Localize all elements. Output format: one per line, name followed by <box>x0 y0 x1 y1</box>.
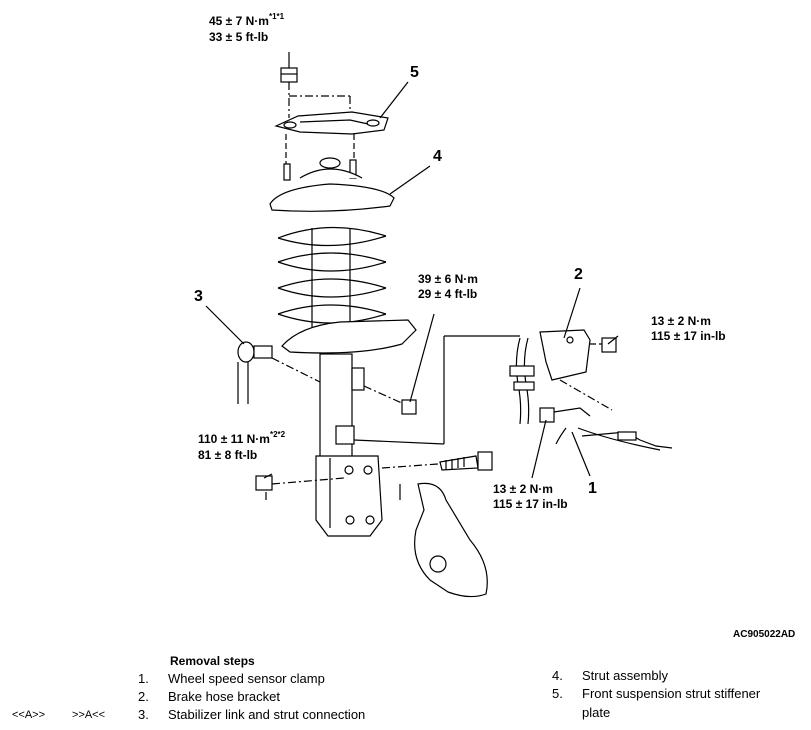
strut-top-mount <box>269 157 395 212</box>
step-number: 1. <box>138 671 149 686</box>
step-3-removal-mark: <<A>> <box>12 709 46 721</box>
knuckle-nut <box>255 475 273 491</box>
callout-1: 1 <box>588 480 597 497</box>
footnote-mark-2b: *2 <box>277 430 286 439</box>
torque-bracket-upper-inlb: 115 ± 17 in-lb <box>651 329 726 343</box>
removal-steps-title: Removal steps <box>170 654 255 668</box>
step-text: Brake hose bracket <box>168 689 281 704</box>
removal-step-5-cont: plate <box>582 705 611 720</box>
step-text: Strut assembly <box>582 668 668 683</box>
removal-step-3: 3. Stabilizer link and strut connection <box>138 707 365 722</box>
brake-hose-bracket <box>509 329 591 425</box>
strut-body <box>315 353 383 537</box>
step-text: Stabilizer link and strut connection <box>168 707 366 722</box>
torque-strut-nut: 39 ± 6 N·m 29 ± 4 ft-lb <box>418 272 478 302</box>
torque-bracket-lower: 13 ± 2 N·m 115 ± 17 in-lb <box>493 482 568 512</box>
stiffener-plate <box>274 111 389 135</box>
figure-code: AC905022AD <box>733 629 796 640</box>
step-number: 2. <box>138 689 149 704</box>
torque-top-nut-ftlb: 33 ± 5 ft-lb <box>209 30 269 44</box>
torque-strut-nut-ftlb: 29 ± 4 ft-lb <box>418 287 478 301</box>
torque-bracket-upper-nm: 13 ± 2 N·m <box>651 314 711 328</box>
torque-bracket-lower-inlb: 115 ± 17 in-lb <box>493 497 568 511</box>
footnote-mark-1b: *1 <box>276 12 285 21</box>
torque-bracket-upper: 13 ± 2 N·m 115 ± 17 in-lb <box>651 314 726 344</box>
removal-step-5: 5. Front suspension strut stiffener <box>552 686 760 701</box>
coil-spring <box>277 226 387 330</box>
bracket-bolt-upper <box>601 337 617 353</box>
callout-5: 5 <box>410 64 419 81</box>
callout-4: 4 <box>433 148 442 165</box>
step-text: Front suspension strut stiffener <box>582 686 761 701</box>
step-text: Wheel speed sensor clamp <box>168 671 325 686</box>
stabilizer-link <box>237 341 273 404</box>
knuckle-bolt <box>439 451 493 471</box>
removal-step-2: 2. Brake hose bracket <box>138 689 280 704</box>
step-number: 5. <box>552 686 563 701</box>
torque-top-nut: 45 ± 7 N·m*1*1 33 ± 5 ft-lb <box>209 12 285 45</box>
torque-knuckle-nut-nm: 110 ± 11 N·m <box>198 432 270 446</box>
callout-2: 2 <box>574 266 583 283</box>
strut-nut <box>401 399 417 415</box>
torque-knuckle-nut: 110 ± 11 N·m*2*2 81 ± 8 ft-lb <box>198 430 286 463</box>
step-number: 3. <box>138 707 149 722</box>
removal-step-1: 1. Wheel speed sensor clamp <box>138 671 325 686</box>
callout-3: 3 <box>194 288 203 305</box>
removal-step-4: 4. Strut assembly <box>552 668 668 683</box>
torque-bracket-lower-nm: 13 ± 2 N·m <box>493 482 553 496</box>
spring-seat <box>281 319 417 354</box>
torque-knuckle-nut-ftlb: 81 ± 8 ft-lb <box>198 448 258 462</box>
wheel-speed-sensor-clamp <box>539 407 673 451</box>
torque-top-nut-nm: 45 ± 7 N·m <box>209 14 269 28</box>
step-number: 4. <box>552 668 563 683</box>
torque-strut-nut-nm: 39 ± 6 N·m <box>418 272 478 286</box>
footnote-mark-2: *2 <box>269 430 278 439</box>
step-3-install-mark: >>A<< <box>72 709 106 721</box>
top-nut <box>280 67 298 83</box>
footnote-mark-1: *1 <box>268 12 277 21</box>
steering-knuckle <box>414 482 488 598</box>
